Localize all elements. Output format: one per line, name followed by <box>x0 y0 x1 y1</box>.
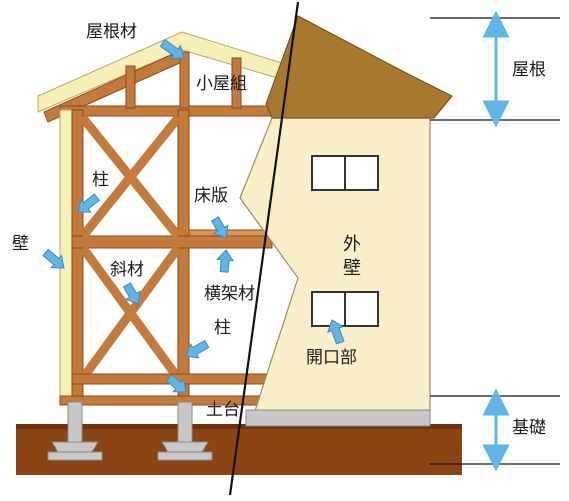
window-lower <box>311 291 379 327</box>
truss-post-left <box>125 65 136 109</box>
label-brace: 斜材 <box>110 260 144 280</box>
label-beam: 横架材 <box>204 284 255 304</box>
arrow-icon <box>122 282 141 305</box>
foundation-dimension <box>430 388 560 472</box>
arrow-icon <box>165 374 187 393</box>
sill-beam <box>59 395 273 406</box>
footing-right <box>157 401 213 461</box>
brace-upper-b <box>79 115 182 239</box>
post-left <box>71 109 84 401</box>
label-truss: 小屋組 <box>196 74 247 94</box>
truss-post-center <box>179 51 190 109</box>
label-foundation: 基礎 <box>512 418 546 438</box>
arrow-icon <box>77 193 101 213</box>
arrow-icon <box>216 249 235 273</box>
brace-lower-b <box>79 245 182 381</box>
arrow-icon <box>185 339 210 359</box>
floor-beam <box>71 235 273 249</box>
truss-post-right <box>231 57 242 109</box>
label-roofing: 屋根材 <box>86 22 137 42</box>
floor-board <box>188 229 268 237</box>
arrow-icon <box>159 39 185 60</box>
label-sill: 土台 <box>206 400 240 420</box>
arrow-icon <box>210 216 229 239</box>
label-opening: 開口部 <box>306 348 357 368</box>
label-wall: 壁 <box>12 234 29 254</box>
label-exterior-wall-2: 壁 <box>343 258 361 279</box>
label-post-lower: 柱 <box>214 318 231 338</box>
roof-dimension <box>430 10 560 128</box>
exterior-roof <box>265 15 453 119</box>
label-floor-board: 床版 <box>194 186 228 206</box>
arrow-icon <box>327 319 345 345</box>
label-roof: 屋根 <box>512 60 546 80</box>
section-cut-line <box>228 1 300 496</box>
exterior-foundation <box>245 409 431 427</box>
label-post-upper: 柱 <box>92 170 109 190</box>
arrow-icon <box>42 248 65 269</box>
label-exterior-wall-1: 外 <box>343 234 361 255</box>
window-upper <box>311 155 379 191</box>
truss-tie-beam <box>59 105 291 117</box>
footing-left <box>47 401 103 461</box>
